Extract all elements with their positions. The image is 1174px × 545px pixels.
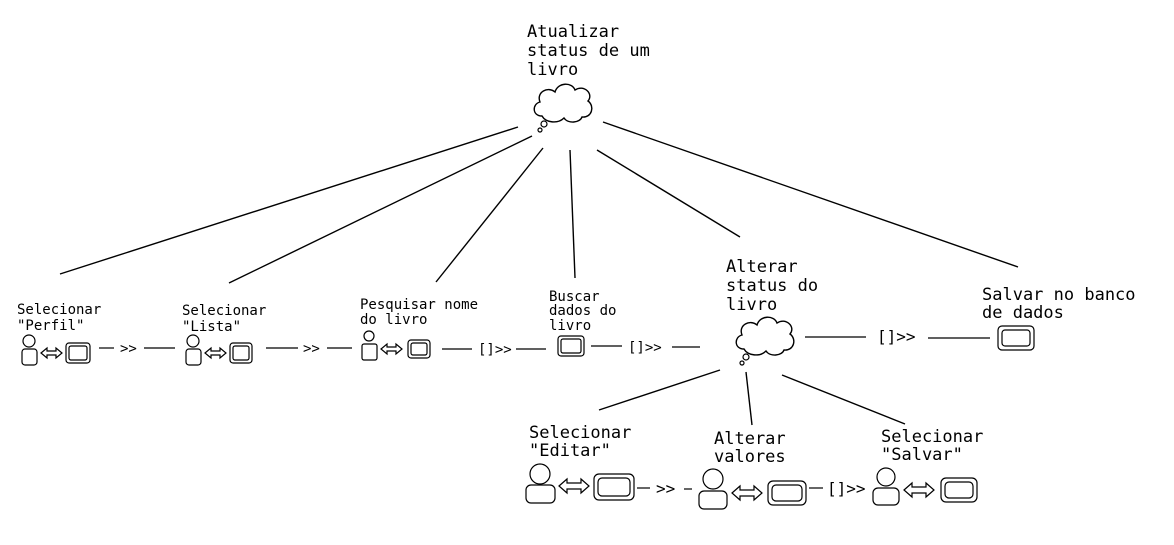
abstract-task-cloud-icon — [735, 316, 795, 366]
interaction-task-icon — [525, 463, 635, 504]
enabling-info-operator: []>> — [628, 340, 662, 356]
hierarchy-links — [59, 121, 1019, 426]
task-alterar-valores: Alterar valores — [698, 429, 807, 510]
interaction-task-icon — [698, 468, 807, 510]
task-label: Alterar valores — [714, 429, 796, 467]
enabling-operator: >> — [303, 341, 320, 357]
root-task-label: Atualizar status de um livro — [527, 22, 660, 80]
enabling-info-operator: []>> — [877, 327, 916, 346]
task-label: Selecionar "Perfil" — [17, 302, 110, 334]
task-label: Buscar dados do livro — [549, 289, 625, 334]
interaction-task-icon — [361, 330, 431, 361]
task-label: Selecionar "Salvar" — [881, 427, 994, 465]
level2-operators: >> []>> — [637, 479, 866, 498]
task-label: Pesquisar nome do livro — [360, 297, 486, 328]
interaction-task-icon — [185, 334, 253, 366]
task-label: Alterar status do livro — [726, 257, 828, 315]
enabling-operator: >> — [120, 341, 137, 357]
interaction-task-icon — [872, 467, 978, 506]
abstract-task-cloud-icon — [533, 83, 593, 133]
task-pesquisar-nome: Pesquisar nome do livro — [360, 297, 486, 361]
interaction-task-icon — [21, 334, 91, 366]
task-alterar-status: Alterar status do livro — [726, 257, 828, 366]
task-selecionar-editar: Selecionar "Editar" — [525, 423, 642, 504]
level1-operators: >> >> []>> []>> []>> — [99, 327, 990, 358]
task-selecionar-perfil: Selecionar "Perfil" — [17, 302, 110, 366]
task-label: Selecionar "Lista" — [182, 303, 275, 335]
task-salvar-banco: Salvar no banco de dados — [982, 285, 1146, 351]
application-task-icon — [557, 335, 585, 357]
enabling-operator: >> — [656, 479, 675, 498]
root-task: Atualizar status de um livro — [527, 22, 660, 133]
task-selecionar-salvar: Selecionar "Salvar" — [872, 427, 994, 506]
application-task-icon — [997, 325, 1035, 351]
enabling-info-operator: []>> — [478, 342, 512, 358]
task-selecionar-lista: Selecionar "Lista" — [182, 303, 275, 366]
task-label: Selecionar "Editar" — [529, 423, 642, 461]
enabling-info-operator: []>> — [827, 479, 866, 498]
task-label: Salvar no banco de dados — [982, 285, 1146, 323]
task-buscar-dados: Buscar dados do livro — [549, 289, 625, 357]
